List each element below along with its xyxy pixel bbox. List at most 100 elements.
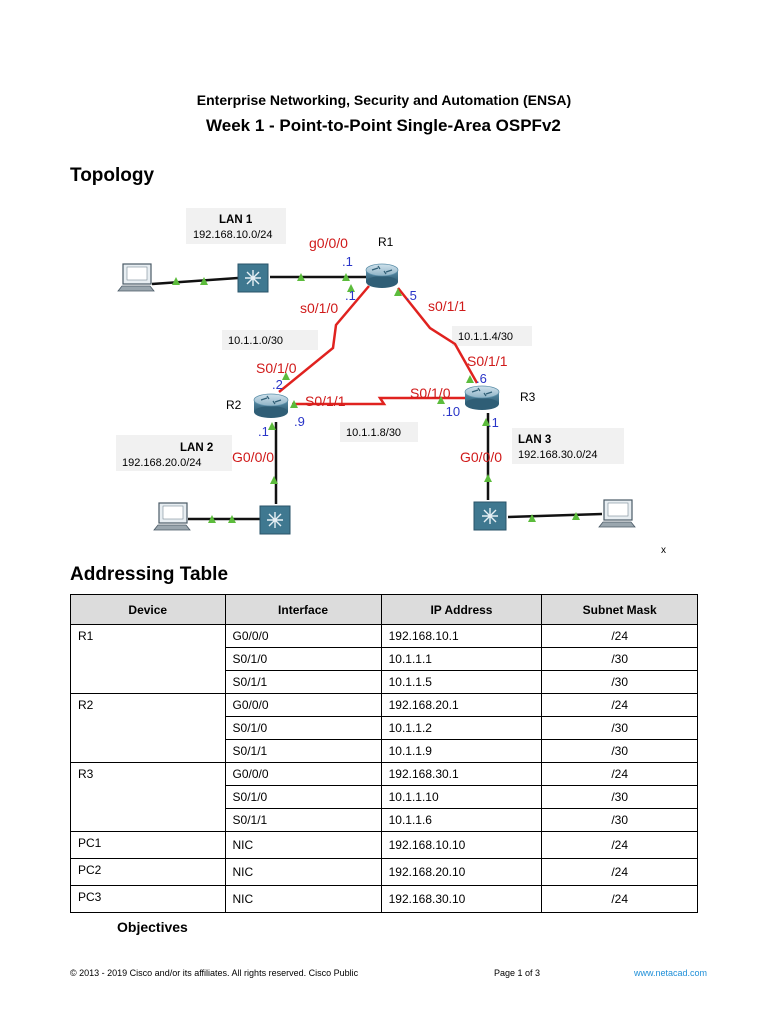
r2-s011-label: S0/1/1 bbox=[305, 393, 346, 409]
cell-interface: S0/1/0 bbox=[224, 785, 382, 809]
cell-subnet-mask: /24 bbox=[541, 885, 698, 913]
cell-ip-address: 10.1.1.5 bbox=[380, 670, 543, 694]
cell-device: PC2 bbox=[70, 858, 226, 886]
r1-g000-label: g0/0/0 bbox=[309, 235, 348, 251]
r2-g000-host: .1 bbox=[258, 424, 269, 439]
r3-g000-label: G0/0/0 bbox=[460, 449, 502, 465]
cell-interface: G0/0/0 bbox=[224, 693, 382, 717]
header-ip-address: IP Address bbox=[380, 594, 543, 625]
switch-lan2-icon bbox=[259, 505, 291, 535]
cell-subnet-mask: /30 bbox=[541, 739, 698, 763]
link-indicator bbox=[342, 273, 350, 281]
lan1-label: LAN 1 bbox=[219, 214, 253, 226]
footer-copyright: © 2013 - 2019 Cisco and/or its affiliate… bbox=[70, 968, 359, 978]
link-indicator bbox=[347, 284, 355, 292]
header-subnet-mask: Subnet Mask bbox=[541, 594, 698, 625]
cell-ip-address: 10.1.1.6 bbox=[380, 808, 543, 832]
cell-device: PC3 bbox=[70, 885, 226, 913]
footer-link[interactable]: www.netacad.com bbox=[634, 968, 708, 978]
router-r3-icon bbox=[464, 385, 500, 410]
cell-ip-address: 10.1.1.1 bbox=[380, 647, 543, 671]
link-r1-r2-subnet: 10.1.1.0/30 bbox=[228, 335, 283, 347]
link-r1-r3-subnet: 10.1.1.4/30 bbox=[458, 331, 513, 343]
link-indicators bbox=[172, 273, 580, 523]
cell-subnet-mask: /30 bbox=[541, 670, 698, 694]
cell-interface: G0/0/0 bbox=[224, 624, 382, 648]
cell-interface: G0/0/0 bbox=[224, 762, 382, 786]
r2-g000-label: G0/0/0 bbox=[232, 449, 274, 465]
cell-device: PC1 bbox=[70, 831, 226, 859]
r3-s010-host: .10 bbox=[442, 404, 460, 419]
section-heading-objectives: Objectives bbox=[117, 919, 188, 935]
link-r2-r3-serial bbox=[292, 396, 468, 406]
cell-subnet-mask: /24 bbox=[541, 762, 698, 786]
switch-lan3-icon bbox=[473, 501, 507, 531]
cell-interface: S0/1/0 bbox=[224, 716, 382, 740]
link-indicator bbox=[282, 372, 290, 380]
section-heading-addressing: Addressing Table bbox=[70, 564, 229, 585]
router-r2-label: R2 bbox=[226, 398, 242, 412]
link-r2-r3-subnet: 10.1.1.8/30 bbox=[346, 427, 401, 439]
cell-ip-address: 192.168.10.10 bbox=[380, 831, 543, 859]
r1-s011-host: .5 bbox=[406, 288, 417, 303]
r2-s010-label: S0/1/0 bbox=[256, 360, 297, 376]
course-title: Enterprise Networking, Security and Auto… bbox=[196, 92, 572, 108]
cell-ip-address: 10.1.1.2 bbox=[380, 716, 543, 740]
r2-s011-host: .9 bbox=[294, 414, 305, 429]
cell-interface: NIC bbox=[224, 831, 382, 859]
cell-subnet-mask: /30 bbox=[541, 808, 698, 832]
cell-device: R3 bbox=[70, 762, 226, 832]
cell-device: R2 bbox=[70, 693, 226, 763]
cell-interface: S0/1/1 bbox=[224, 808, 382, 832]
r2-s010-host: .2 bbox=[272, 377, 283, 392]
cell-subnet-mask: /24 bbox=[541, 831, 698, 859]
link-indicator bbox=[482, 418, 490, 426]
cell-interface: S0/1/1 bbox=[224, 670, 382, 694]
link-indicator bbox=[437, 396, 445, 404]
cell-device: R1 bbox=[70, 624, 226, 694]
cell-subnet-mask: /24 bbox=[541, 858, 698, 886]
topology-diagram: LAN 1 192.168.10.0/24 LAN 2 192.168.20.0… bbox=[116, 208, 636, 535]
router-r2-icon bbox=[253, 393, 289, 418]
addressing-table: Device Interface IP Address Subnet Mask … bbox=[70, 594, 698, 913]
cell-interface: S0/1/0 bbox=[224, 647, 382, 671]
lan3-network: 192.168.30.0/24 bbox=[518, 449, 598, 461]
stray-mark: x bbox=[661, 545, 666, 556]
lan3-box bbox=[512, 428, 624, 464]
link-indicator bbox=[572, 512, 580, 520]
link-r1-r3-serial bbox=[397, 287, 479, 384]
cell-ip-address: 192.168.30.1 bbox=[380, 762, 543, 786]
link-indicator bbox=[208, 515, 216, 523]
link-indicator bbox=[466, 375, 474, 383]
pc1-icon bbox=[117, 263, 155, 292]
cell-ip-address: 192.168.20.1 bbox=[380, 693, 543, 717]
router-r1-label: R1 bbox=[378, 235, 394, 249]
router-r3-label: R3 bbox=[520, 390, 536, 404]
link-indicator bbox=[297, 273, 305, 281]
link-indicator bbox=[290, 400, 298, 408]
cell-subnet-mask: /30 bbox=[541, 716, 698, 740]
link-indicator bbox=[228, 515, 236, 523]
cell-subnet-mask: /30 bbox=[541, 647, 698, 671]
link-indicator bbox=[528, 514, 536, 522]
table-header-row: Device Interface IP Address Subnet Mask bbox=[70, 594, 698, 625]
cell-ip-address: 10.1.1.9 bbox=[380, 739, 543, 763]
cell-ip-address: 10.1.1.10 bbox=[380, 785, 543, 809]
r1-s010-label: s0/1/0 bbox=[300, 300, 338, 316]
section-heading-topology: Topology bbox=[70, 165, 155, 186]
lan2-box bbox=[116, 435, 232, 471]
switch-lan1-icon bbox=[237, 263, 269, 293]
link-r1-r2-serial bbox=[278, 285, 370, 393]
link-indicator bbox=[484, 474, 492, 482]
link-r2-r3-box bbox=[340, 422, 418, 442]
